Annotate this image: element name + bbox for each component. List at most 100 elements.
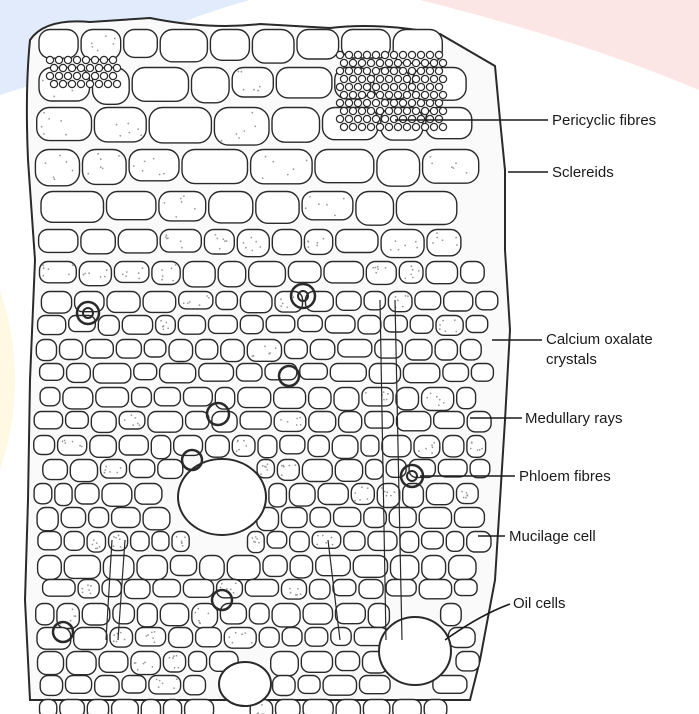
stipple-dot: [416, 247, 418, 249]
stipple-dot: [466, 172, 468, 174]
fibre-cell: [82, 56, 89, 63]
stipple-dot: [431, 163, 433, 165]
stipple-dot: [395, 296, 397, 298]
cell: [434, 412, 464, 429]
cell: [466, 316, 488, 333]
fibre-cell: [354, 67, 361, 74]
cell: [460, 340, 481, 360]
cell: [87, 700, 108, 714]
stipple-dot: [116, 124, 118, 126]
fibre-cell: [439, 59, 446, 66]
stipple-dot: [365, 392, 367, 394]
fibre-cell: [349, 59, 356, 66]
stipple-dot: [394, 491, 396, 493]
stipple-dot: [375, 267, 377, 269]
cell: [377, 484, 399, 508]
fibre-cell: [358, 75, 365, 82]
cell: [269, 484, 287, 507]
stipple-dot: [104, 276, 106, 278]
cell: [419, 580, 451, 599]
stipple-dot: [317, 242, 319, 244]
fibre-cell: [426, 115, 433, 122]
fibre-cell: [385, 107, 392, 114]
stipple-dot: [236, 133, 238, 135]
cell: [455, 508, 485, 528]
cell: [259, 628, 279, 648]
cell: [422, 556, 446, 580]
stipple-dot: [124, 639, 126, 641]
stipple-dot: [96, 542, 98, 544]
stipple-dot: [439, 399, 441, 401]
fibre-cell: [376, 75, 383, 82]
cell: [66, 412, 89, 429]
cell: [263, 556, 287, 577]
stipple-dot: [62, 441, 64, 443]
stipple-dot: [233, 592, 235, 594]
cell: [102, 484, 132, 507]
stipple-dot: [115, 537, 117, 539]
stipple-dot: [377, 266, 379, 268]
fibre-cell: [64, 72, 71, 79]
fibre-cell: [408, 99, 415, 106]
stipple-dot: [92, 544, 94, 546]
stipple-dot: [456, 244, 458, 246]
cell: [368, 532, 397, 551]
cell: [206, 436, 230, 458]
fibre-cell: [417, 115, 424, 122]
cell: [39, 30, 78, 59]
stipple-dot: [164, 202, 166, 204]
cell: [427, 230, 461, 256]
cell: [131, 532, 150, 551]
stipple-dot: [251, 250, 253, 252]
cell: [274, 388, 306, 409]
cell: [336, 230, 378, 253]
fibre-cell: [421, 123, 428, 130]
cell: [178, 316, 205, 335]
cell: [172, 532, 189, 552]
cell: [426, 484, 453, 505]
cell: [359, 580, 383, 599]
stipple-dot: [59, 155, 61, 157]
fibre-cell: [381, 51, 388, 58]
stipple-dot: [153, 158, 155, 160]
fibre-cell: [430, 107, 437, 114]
cell: [66, 676, 92, 694]
stipple-dot: [154, 631, 156, 633]
fibre-cell: [363, 51, 370, 58]
fibre-cell: [399, 115, 406, 122]
fibre-cell: [399, 51, 406, 58]
stipple-dot: [465, 497, 467, 499]
cell: [249, 604, 269, 624]
stipple-dot: [106, 269, 108, 271]
stipple-dot: [66, 161, 68, 163]
fibre-cell: [349, 107, 356, 114]
cell: [336, 700, 360, 714]
cell: [119, 436, 148, 456]
cell: [60, 340, 83, 360]
stipple-dot: [125, 275, 127, 277]
stipple-dot: [264, 345, 266, 347]
stipple-dot: [470, 448, 472, 450]
fibre-cell: [381, 67, 388, 74]
cell: [35, 150, 79, 186]
fibre-cell: [358, 59, 365, 66]
fibre-cell: [345, 115, 352, 122]
stipple-dot: [354, 492, 356, 494]
stipple-dot: [113, 43, 115, 45]
cell: [209, 192, 253, 223]
stipple-dot: [97, 50, 99, 52]
fibre-cell: [394, 107, 401, 114]
stipple-dot: [251, 112, 253, 114]
cell: [334, 508, 361, 527]
cell: [163, 652, 185, 673]
cell: [363, 700, 389, 714]
fibre-cell: [381, 99, 388, 106]
fibre-cell: [100, 56, 107, 63]
stipple-dot: [429, 156, 431, 158]
fibre-cell: [50, 80, 57, 87]
stipple-dot: [395, 240, 397, 242]
cell: [58, 436, 87, 456]
cell: [315, 150, 374, 183]
stipple-dot: [286, 306, 288, 308]
stipple-dot: [253, 355, 255, 357]
